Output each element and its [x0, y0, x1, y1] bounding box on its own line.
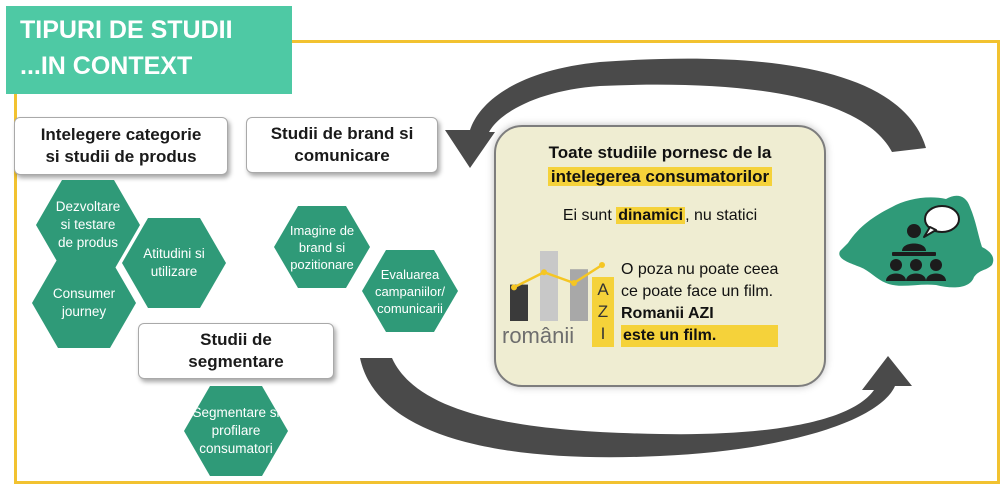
panel-film-line3: Romanii AZI: [621, 305, 714, 322]
hexagon-dezvoltare-line2: si testare: [60, 217, 116, 232]
audience-icon: [886, 224, 946, 281]
content-frame: [14, 40, 1000, 484]
logo-letter-z: Z: [597, 302, 609, 321]
logo-letter-i: I: [600, 324, 606, 343]
hexagon-atitudini-line1: Atitudini si: [143, 246, 205, 261]
hexagon-dezvoltare-line3: de produs: [57, 235, 119, 250]
consumer-insight-panel: Toate studiile pornesc de la intelegerea…: [494, 125, 826, 387]
hexagon-evaluarea-line1: Evaluarea: [380, 266, 440, 282]
hexagon-consumer-journey-line2: journey: [61, 304, 107, 319]
panel-dynamic-line: Ei sunt dinamici, nu statici: [496, 207, 824, 225]
brand-studies-line1: Studii de brand si: [270, 124, 414, 143]
logo-line-dot: [599, 262, 605, 268]
panel-dynamic-suffix: , nu statici: [685, 207, 758, 224]
hexagon-evaluarea-line2: campaniilor/: [374, 283, 446, 299]
hexagon-segmentare-line2: profilare: [211, 423, 261, 438]
hexagon-segmentare-line3: consumatori: [199, 441, 273, 456]
top-cycle-arrow-icon: [445, 58, 926, 168]
hexagon-atitudini-line2: utilizare: [150, 264, 198, 279]
page-title: TIPURI DE STUDII ...IN CONTEXT: [6, 6, 292, 94]
panel-heading-line1: Toate studiile pornesc de la: [548, 143, 772, 162]
panel-film-text: O poza nu poate ceea ce poate face un fi…: [621, 259, 779, 347]
segmentation-studies-box: Studii de segmentare: [138, 323, 334, 379]
logo-word: românii: [502, 323, 575, 348]
hexagon-imagine-brand-line1: Imagine de: [289, 222, 355, 238]
logo-azi-badge: A Z I: [592, 277, 614, 347]
brand-studies-box: Studii de brand si comunicare: [246, 117, 438, 173]
hexagon-imagine-brand-line2: brand si: [298, 239, 346, 255]
category-studies-box: Intelegere categorie si studii de produs: [14, 117, 228, 175]
speech-bubble-icon: [923, 205, 960, 238]
segmentation-studies-line2: segmentare: [188, 352, 284, 371]
logo-letter-a: A: [597, 280, 609, 299]
segmentation-studies-line1: Studii de: [200, 330, 272, 349]
hexagon-dezvoltare-line1: Dezvoltare: [55, 199, 121, 214]
panel-heading-highlight: intelegerea consumatorilor: [547, 167, 773, 186]
hexagon-imagine-brand-line3: pozitionare: [290, 256, 354, 272]
panel-dynamic-prefix: Ei sunt: [562, 207, 617, 224]
logo-bar: [540, 251, 558, 321]
category-studies-line2: si studii de produs: [45, 147, 197, 166]
panel-heading-line2: intelegerea consumatorilor: [496, 167, 824, 187]
panel-film-line4: este un film.: [621, 325, 779, 347]
page-title-line2: ...IN CONTEXT: [20, 52, 193, 80]
panel-film-line2: ce poate face un film.: [621, 283, 774, 300]
panel-dynamic-word: dinamici: [616, 207, 686, 224]
romania-map-icon: [839, 195, 994, 288]
brand-studies-line2: comunicare: [294, 146, 390, 165]
logo-line-dot: [571, 280, 577, 286]
panel-film-line1: O poza nu poate ceea: [621, 261, 779, 278]
hexagon-segmentare-line1: Segmentare si: [192, 405, 280, 420]
hexagon-evaluarea-line3: comunicarii: [377, 300, 443, 316]
bottom-cycle-arrow-icon: [360, 356, 912, 458]
logo-line-dot: [541, 269, 547, 276]
romanii-azi-logo-icon: [510, 251, 605, 321]
page-title-line1: TIPURI DE STUDII: [20, 16, 233, 44]
logo-bar: [510, 284, 528, 321]
logo-line-dot: [511, 284, 517, 291]
hexagon-consumer-journey-line1: Consumer: [52, 286, 116, 301]
category-studies-line1: Intelegere categorie: [40, 125, 202, 144]
